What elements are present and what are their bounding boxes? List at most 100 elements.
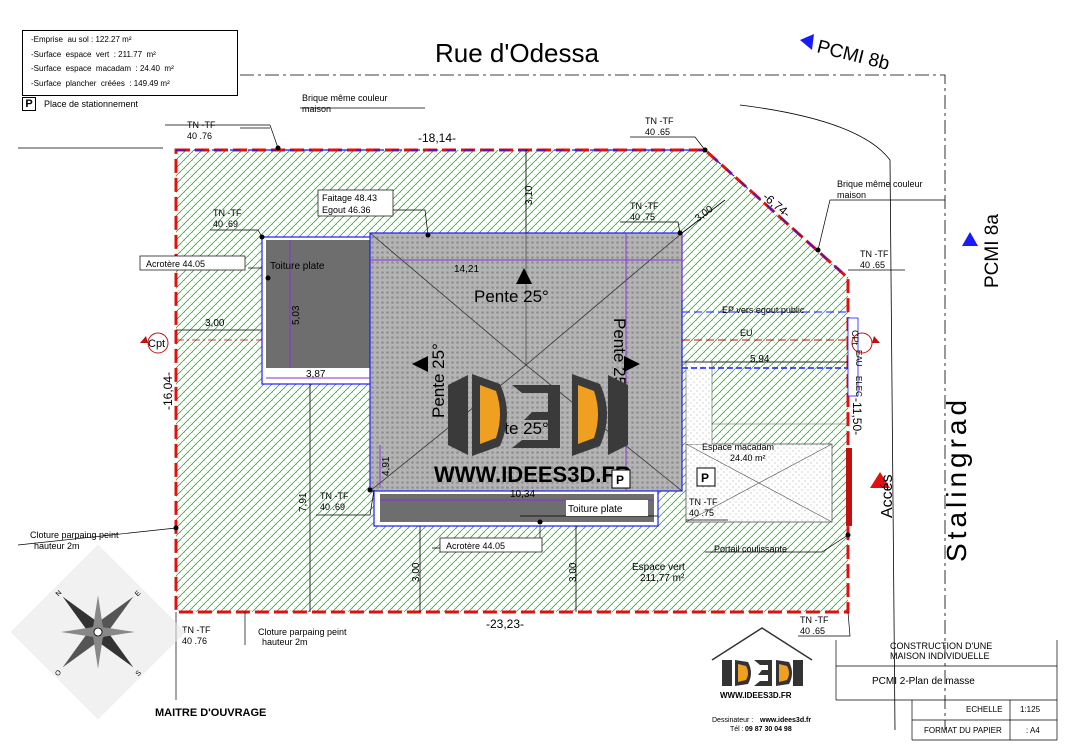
tel-label: Tél :: [730, 726, 744, 733]
cloture-bottom-1: Cloture parpaing peint: [258, 627, 347, 637]
egout-label: Egout 46.36: [322, 205, 371, 215]
slope-arrow-up: [516, 268, 532, 284]
dessinateur-site: www.idees3d.fr: [759, 717, 811, 724]
watermark-text: WWW.IDEES3D.FR: [434, 462, 631, 487]
svg-text:40 .75: 40 .75: [630, 212, 655, 222]
slope-arrow-left: [412, 356, 428, 372]
plan-title: PCMI 2-Plan de masse: [872, 676, 975, 687]
title-line-2: MAISON INDIVIDUELLE: [890, 651, 990, 661]
street-top: Rue d'Odessa: [435, 38, 599, 68]
curb-line: [739, 104, 896, 731]
svg-text:Cpt: Cpt: [148, 338, 165, 350]
pcmi-top: PCMI 8b: [815, 36, 892, 74]
acces-label: Accés: [879, 474, 896, 518]
legend-espace-vert: -Surface espace vert : 211.77 m²: [31, 49, 156, 59]
watermark-logo: [448, 374, 628, 456]
svg-text:40 .69: 40 .69: [213, 219, 238, 229]
maitre-ouvrage: MAITRE D'OUVRAGE: [155, 707, 266, 719]
surface-legend: -Emprise au sol : 122.27 m² -Surface esp…: [22, 30, 238, 96]
svg-text:TN -TF: TN -TF: [645, 116, 674, 126]
svg-text:40 .65: 40 .65: [800, 626, 825, 636]
brique-right-1: Brique même couleur: [837, 179, 923, 189]
svg-text:40 .76: 40 .76: [187, 131, 212, 141]
toiture-plate-1: Toiture plate: [270, 261, 325, 272]
dim-north: -18,14-: [418, 131, 456, 145]
brique-top-1: Brique même couleur: [302, 93, 388, 103]
svg-text:40 .65: 40 .65: [645, 127, 670, 137]
portail-label: Portail coulissante: [714, 544, 787, 554]
svg-text:N: N: [55, 590, 64, 599]
pente-right: Pente 25°: [610, 318, 629, 393]
gate: [846, 448, 852, 526]
dessinateur-label: Dessinateur :: [712, 717, 753, 724]
acces-arrow: [870, 472, 890, 488]
acrotere-1-box: [139, 255, 246, 271]
svg-text:40 .65: 40 .65: [860, 260, 885, 270]
toiture-plate-2: Toiture plate: [568, 504, 623, 515]
dim-300-a: 3,00: [411, 562, 422, 582]
espace-vert-2: 211,77 m²: [640, 573, 685, 584]
meter-box: [847, 317, 859, 397]
footer-logo: [711, 627, 813, 686]
format-value: : A4: [1026, 726, 1040, 735]
svg-text:40 .69: 40 .69: [320, 502, 345, 512]
macadam-cross: [685, 443, 833, 523]
dim-300-b: 3,00: [568, 562, 579, 582]
parking-icon-2: P: [696, 467, 716, 487]
dim-roof-width: 14,21: [454, 264, 479, 275]
property-axis: [240, 74, 946, 730]
street-right: Stalingrad: [941, 396, 972, 562]
parking-icon-1: P: [611, 469, 631, 489]
brique-top-2: maison: [302, 104, 331, 114]
svg-text:P: P: [616, 473, 624, 487]
svg-text:TN -TF: TN -TF: [213, 208, 242, 218]
tel-number: 09 87 30 04 98: [745, 726, 792, 733]
echelle-label: ECHELLE: [966, 705, 1002, 714]
svg-text:TN -TF: TN -TF: [800, 615, 829, 625]
pente-left: Pente 25°: [429, 343, 448, 418]
acrotere-2: Acrotère 44.05: [446, 541, 505, 551]
dim-594: 5,94: [750, 354, 770, 365]
svg-text:S: S: [135, 669, 143, 677]
dim-south: -23,23-: [486, 617, 524, 631]
title-line-1: CONSTRUCTION D'UNE: [890, 641, 992, 651]
dim-roof-south: 10,34: [510, 489, 535, 500]
pcmi-top-arrow: [800, 34, 814, 50]
compass-icon: N E S O: [10, 544, 186, 720]
ep-label: EP vers egout public: [722, 305, 805, 315]
cpt-right-icon: CPt: [850, 330, 880, 354]
cloture-left-2: hauteur 2m: [34, 541, 80, 551]
elec-label: ELEC: [854, 376, 863, 397]
legend-macadam: -Surface espace macadam : 24.40 m²: [31, 64, 174, 73]
slope-arrow-right: [624, 356, 640, 372]
black-dim-lines: [176, 150, 848, 612]
parking-legend: P Place de stationnement: [22, 97, 138, 111]
acrotere-1: Acrotère 44.05: [146, 259, 205, 269]
cpt-left-icon: Cpt: [140, 332, 169, 354]
macadam-label-1: Espace macadam: [702, 442, 774, 452]
svg-text:TN -TF: TN -TF: [320, 491, 349, 501]
espace-vert-1: Espace vert: [632, 562, 685, 573]
svg-text:40 .75: 40 .75: [689, 508, 714, 518]
pcmi-right: PCMI 8a: [982, 214, 1003, 288]
faitage-label: Faitage 48.43: [322, 193, 377, 203]
pente-top: Pente 25°: [474, 287, 549, 306]
pcmi-right-arrow: [962, 232, 978, 246]
svg-text:TN -TF: TN -TF: [182, 625, 211, 635]
title-block: [835, 640, 1058, 741]
cloture-left-1: Cloture parpaing peint: [30, 530, 119, 540]
svg-text:O: O: [54, 669, 63, 678]
parking-icon: P: [22, 97, 36, 111]
macadam-label-2: 24.40 m²: [730, 453, 766, 463]
faitage-box: [317, 189, 394, 217]
svg-text:E: E: [134, 590, 142, 598]
leader-lines: [17, 107, 945, 700]
